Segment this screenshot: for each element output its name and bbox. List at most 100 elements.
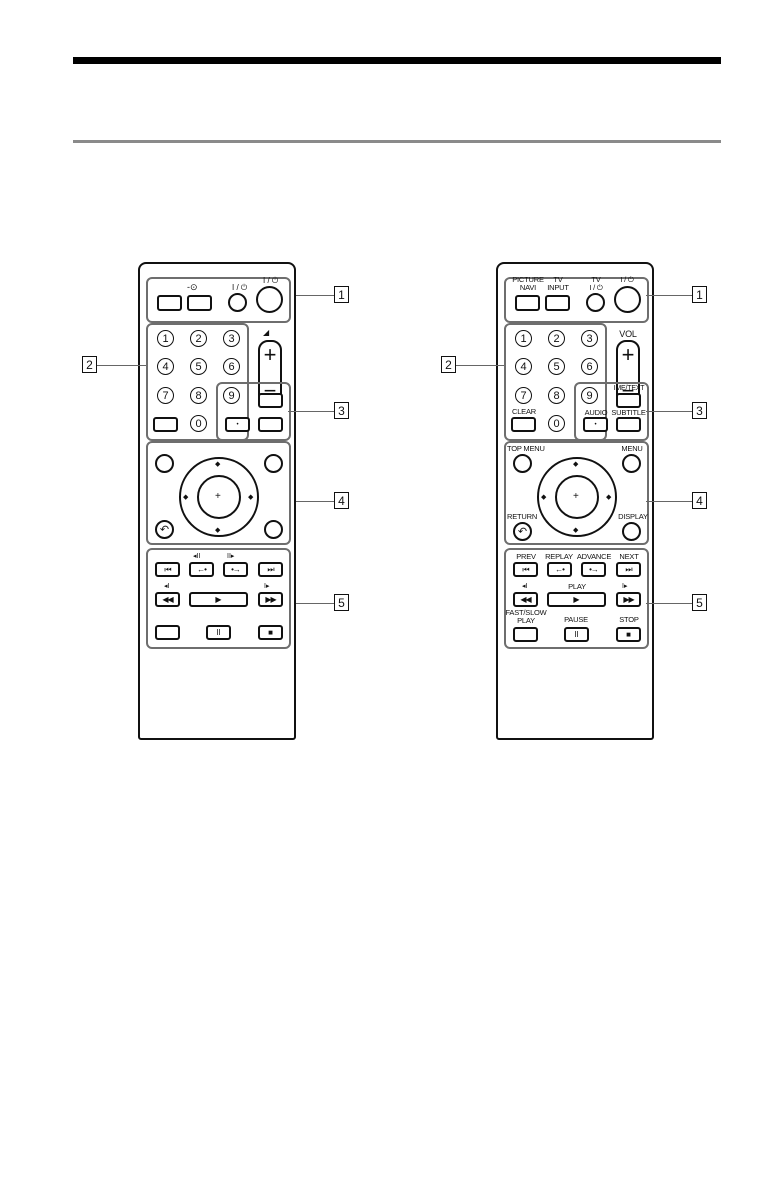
play-icon: ▶ [573, 595, 580, 604]
callout-3-left: 3 [334, 402, 349, 419]
callout-3-leader-right [646, 411, 692, 413]
top-menu-button[interactable] [513, 454, 532, 473]
number-button-2[interactable]: 2 [548, 330, 565, 347]
rewind-icon: ◀◀ [162, 595, 173, 604]
next-button[interactable]: ⏭ [258, 562, 283, 577]
input-symbol: -⊙ [187, 282, 198, 292]
return-label: RETURN [507, 512, 538, 521]
arrow-left-icon: ◆ [183, 494, 189, 501]
direction-pad[interactable] [179, 457, 259, 537]
enter-button[interactable] [555, 475, 599, 519]
number-button-3[interactable]: 3 [581, 330, 598, 347]
picture-navi-button[interactable] [515, 295, 540, 311]
callout-5-leader-right [646, 603, 692, 605]
play-button[interactable]: ▶ [547, 592, 606, 607]
clear-button[interactable] [511, 417, 536, 432]
callout-1-left: 1 [334, 286, 349, 303]
prev-button[interactable]: ⏮ [155, 562, 180, 577]
number-button-6[interactable]: 6 [581, 358, 598, 375]
subtitle-button[interactable] [616, 417, 641, 432]
time-text-button[interactable] [258, 393, 283, 408]
tv-input-button[interactable] [187, 295, 212, 311]
number-button-5[interactable]: 5 [548, 358, 565, 375]
stop-icon: ■ [626, 630, 631, 639]
next-label: NEXT [619, 552, 639, 561]
advance-symbol: II▸ [227, 553, 235, 560]
number-button-0[interactable]: 0 [548, 415, 565, 432]
fast-forward-button[interactable]: ▶▶ [258, 592, 283, 607]
pause-label: PAUSE [564, 615, 588, 624]
number-button-6[interactable]: 6 [223, 358, 240, 375]
enter-icon: + [215, 491, 221, 502]
number-button-1[interactable]: 1 [157, 330, 174, 347]
tv-power-button[interactable] [586, 293, 605, 312]
number-button-2[interactable]: 2 [190, 330, 207, 347]
picture-navi-button[interactable] [157, 295, 182, 311]
advance-button[interactable]: •→ [581, 562, 606, 577]
display-button[interactable] [622, 522, 641, 541]
audio-button[interactable]: • [583, 417, 608, 432]
top-menu-button[interactable] [155, 454, 174, 473]
number-button-7[interactable]: 7 [157, 387, 174, 404]
return-icon: ↶ [517, 526, 528, 538]
return-button[interactable]: ↶ [155, 520, 174, 539]
header-rule-thin [73, 140, 721, 143]
replay-button[interactable]: ←• [189, 562, 214, 577]
menu-button[interactable] [622, 454, 641, 473]
enter-button[interactable] [197, 475, 241, 519]
number-button-9[interactable]: 9 [581, 387, 598, 404]
enter-icon: + [573, 491, 579, 502]
slow-rew-symbol: ◂I [522, 583, 528, 590]
rewind-button[interactable]: ◀◀ [155, 592, 180, 607]
arrow-up-icon: ◆ [215, 461, 221, 468]
time-text-button[interactable] [616, 393, 641, 408]
number-button-1[interactable]: 1 [515, 330, 532, 347]
callout-4-leader-right [646, 501, 692, 503]
fast-forward-button[interactable]: ▶▶ [616, 592, 641, 607]
pause-button[interactable]: II [206, 625, 231, 640]
replay-button[interactable]: ←• [547, 562, 572, 577]
callout-4-left: 4 [334, 492, 349, 509]
rewind-icon: ◀◀ [520, 595, 531, 604]
tv-input-button[interactable] [545, 295, 570, 311]
menu-label: MENU [621, 444, 643, 453]
arrow-down-icon: ◆ [215, 527, 221, 534]
advance-button[interactable]: •→ [223, 562, 248, 577]
next-button[interactable]: ⏭ [616, 562, 641, 577]
power-symbol: I / ⏻ [263, 276, 279, 285]
number-button-7[interactable]: 7 [515, 387, 532, 404]
power-button[interactable] [614, 286, 641, 313]
number-button-4[interactable]: 4 [157, 358, 174, 375]
pause-button[interactable]: II [564, 627, 589, 642]
number-button-3[interactable]: 3 [223, 330, 240, 347]
direction-pad[interactable] [537, 457, 617, 537]
play-button[interactable]: ▶ [189, 592, 248, 607]
number-button-8[interactable]: 8 [190, 387, 207, 404]
play-icon: ▶ [215, 595, 222, 604]
return-button[interactable]: ↶ [513, 522, 532, 541]
tv-power-button[interactable] [228, 293, 247, 312]
number-button-0[interactable]: 0 [190, 415, 207, 432]
menu-button[interactable] [264, 454, 283, 473]
power-button[interactable] [256, 286, 283, 313]
subtitle-button[interactable] [258, 417, 283, 432]
display-button[interactable] [264, 520, 283, 539]
number-button-4[interactable]: 4 [515, 358, 532, 375]
arrow-right-icon: ◆ [606, 494, 612, 501]
volume-label: VOL [619, 329, 637, 339]
clear-button[interactable] [153, 417, 178, 432]
number-button-8[interactable]: 8 [548, 387, 565, 404]
replay-label: REPLAY [545, 552, 573, 561]
audio-button[interactable]: • [225, 417, 250, 432]
rewind-button[interactable]: ◀◀ [513, 592, 538, 607]
number-button-9[interactable]: 9 [223, 387, 240, 404]
stop-button[interactable]: ■ [258, 625, 283, 640]
prev-button[interactable]: ⏮ [513, 562, 538, 577]
number-button-5[interactable]: 5 [190, 358, 207, 375]
fast-slow-play-button[interactable] [155, 625, 180, 640]
callout-2-left: 2 [82, 356, 97, 373]
replay-icon: ←• [197, 565, 207, 574]
header-rule-thick [73, 57, 721, 64]
stop-button[interactable]: ■ [616, 627, 641, 642]
fast-slow-play-button[interactable] [513, 627, 538, 642]
